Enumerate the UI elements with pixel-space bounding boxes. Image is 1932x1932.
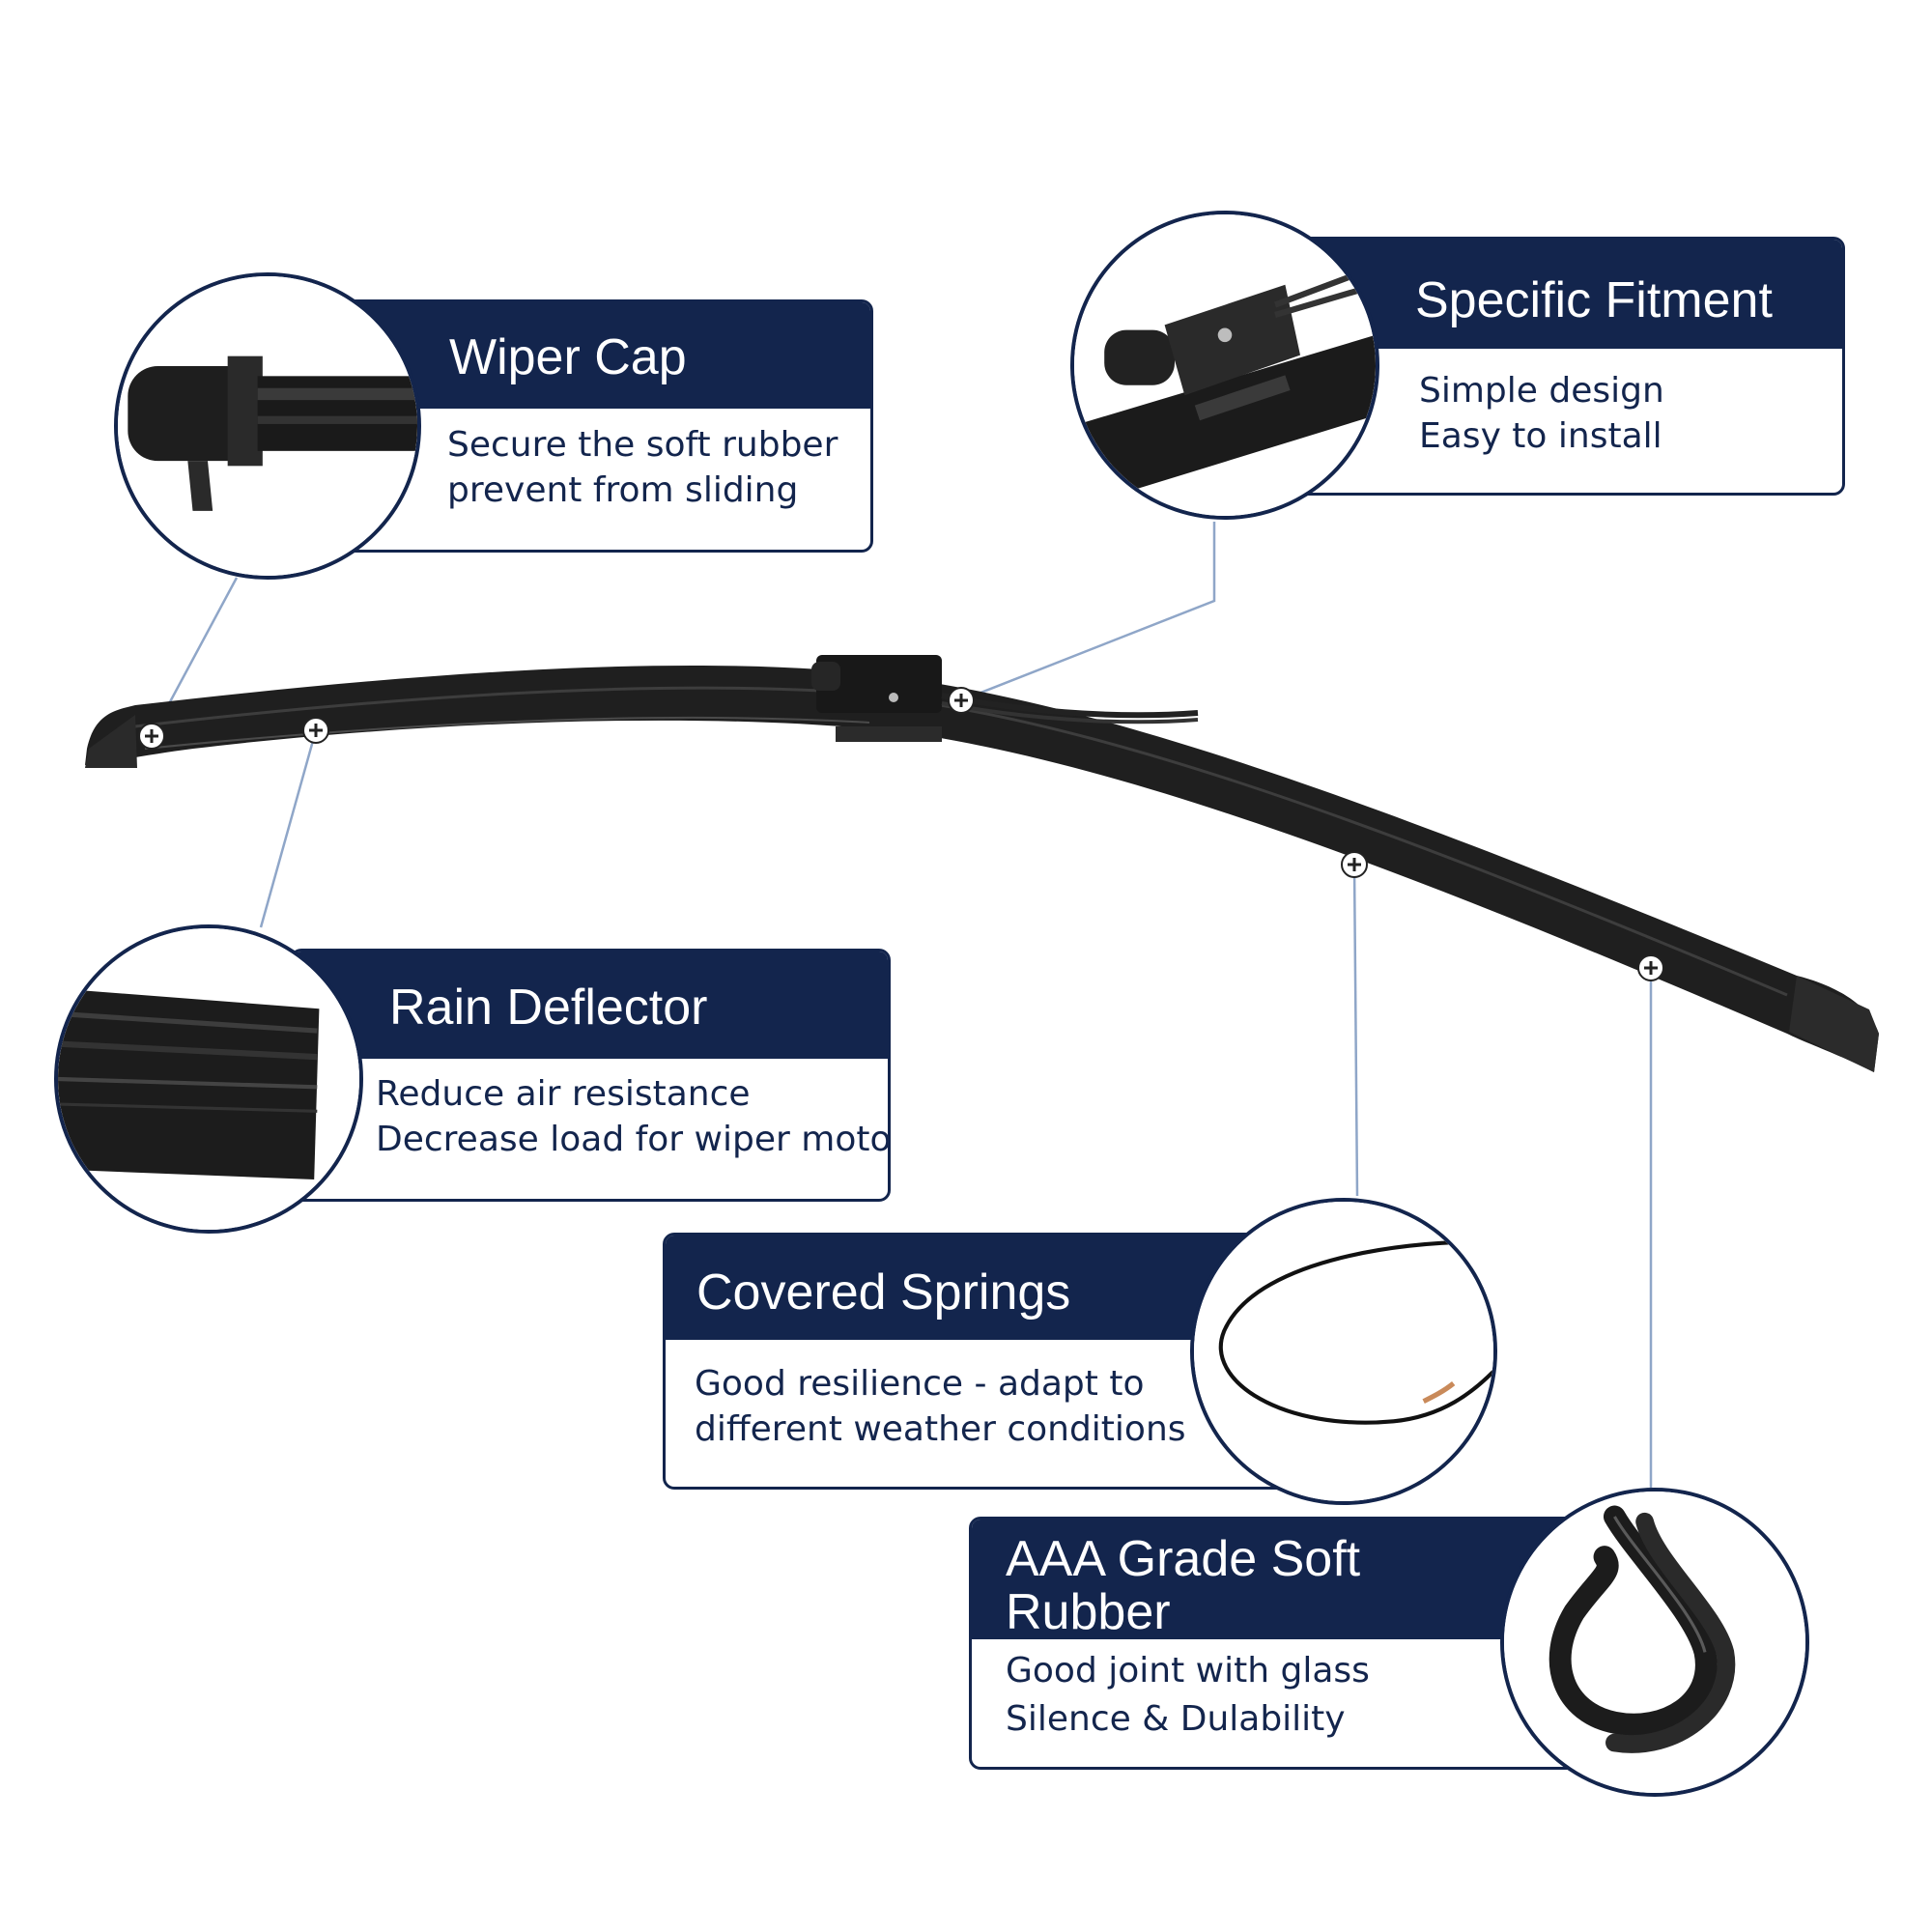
callout-soft-rubber: AAA Grade Soft Rubber Good joint with gl… [969,1517,1597,1770]
wiper-blade [85,655,1879,1072]
callout-title-line: Rubber [1006,1584,1171,1640]
end-cap [1789,976,1879,1072]
callout-line: Reduce air resistance [376,1074,751,1114]
callout-line: prevent from sliding [447,470,799,510]
callout-line: Secure the soft rubber [447,425,838,465]
marker-rain-deflector [302,717,329,744]
marker-covered-springs [1341,851,1368,878]
callout-soft-rubber-title: AAA Grade Soft Rubber [972,1520,1594,1639]
connector-line-specific-fitment [960,522,1216,702]
rubber-refill-closeup-icon [1500,1488,1809,1797]
callout-covered-springs-title: Covered Springs [666,1236,1288,1340]
marker-wiper-cap [138,723,165,750]
marker-specific-fitment [948,687,975,714]
callout-title-text: Specific Fitment [1415,272,1773,328]
callout-line: Decrease load for wiper motor [376,1120,891,1159]
callout-rain-deflector: Rain Deflector Reduce air resistance Dec… [290,949,891,1202]
connector-lines [150,522,1653,1488]
callout-title-text: Rain Deflector [389,980,708,1036]
spring-steel-closeup-icon [1190,1198,1497,1505]
callout-title-text: Wiper Cap [449,329,687,385]
callout-title-line: AAA Grade Soft [1006,1531,1361,1587]
connector-line-covered-springs [1352,864,1359,1197]
connector-line-rain-deflector [259,729,318,928]
callout-line: Simple design [1419,371,1664,411]
callout-covered-springs: Covered Springs Good resilience - adapt … [663,1233,1291,1490]
callout-line: different weather conditions [695,1409,1186,1449]
tip-cap [85,715,137,768]
callout-rain-deflector-title: Rain Deflector [293,952,888,1059]
callout-line: Good joint with glass [1006,1651,1370,1690]
callout-line: Easy to install [1419,416,1662,456]
connector-adapter-closeup-icon [1070,211,1379,520]
adapter-connector [811,655,1199,742]
marker-dots [138,687,1664,981]
marker-soft-rubber [1637,954,1664,981]
wiper-cap-closeup-icon [114,272,421,580]
deflector-closeup-icon [54,924,363,1234]
callout-line: Good resilience - adapt to [695,1364,1145,1404]
callout-line: Silence & Dulability [1006,1699,1346,1739]
callout-title-text: Covered Springs [696,1264,1071,1321]
